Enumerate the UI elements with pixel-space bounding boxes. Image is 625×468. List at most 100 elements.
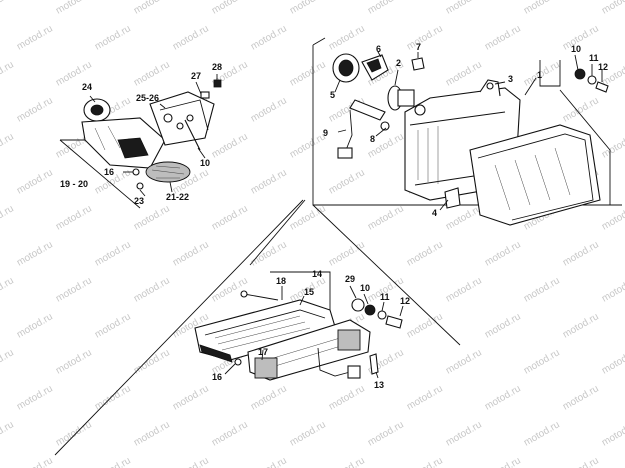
watermark-text: motod.ru bbox=[0, 203, 16, 232]
mount-plate bbox=[149, 91, 215, 146]
callout-16-bottom: 16 bbox=[212, 372, 222, 382]
watermark-text: motod.ru bbox=[132, 203, 172, 232]
watermark-text: motod.ru bbox=[327, 455, 367, 468]
nut-10 bbox=[364, 304, 376, 316]
watermark-text: motod.ru bbox=[0, 347, 16, 376]
watermark-text: motod.ru bbox=[366, 419, 406, 448]
watermark-text: motod.ru bbox=[132, 0, 172, 17]
watermark-text: motod.ru bbox=[561, 95, 601, 124]
watermark-text: motod.ru bbox=[600, 131, 625, 160]
watermark-text: motod.ru bbox=[54, 419, 94, 448]
callout-10-top: 10 bbox=[571, 44, 581, 54]
watermark-text: motod.ru bbox=[171, 239, 211, 268]
watermark-text: motod.ru bbox=[93, 23, 133, 52]
watermark-text: motod.ru bbox=[15, 167, 55, 196]
watermark-text: motod.ru bbox=[171, 383, 211, 412]
watermark-text: motod.ru bbox=[249, 383, 289, 412]
watermark-text: motod.ru bbox=[54, 0, 94, 17]
callout-16-left: 16 bbox=[104, 167, 114, 177]
watermark-text: motod.ru bbox=[15, 455, 55, 468]
watermark-text: motod.ru bbox=[405, 23, 445, 52]
watermark-text: motod.ru bbox=[327, 23, 367, 52]
watermark-text: motod.ru bbox=[327, 239, 367, 268]
callout-17: 17 bbox=[258, 347, 268, 357]
watermark-text: motod.ru bbox=[288, 131, 328, 160]
callout-13: 13 bbox=[374, 380, 384, 390]
callout-2: 2 bbox=[396, 58, 401, 68]
callout-5: 5 bbox=[330, 90, 335, 100]
callout-19-20: 19 - 20 bbox=[60, 179, 88, 189]
watermark-text: motod.ru bbox=[54, 275, 94, 304]
watermark-text: motod.ru bbox=[600, 347, 625, 376]
watermark-text: motod.ru bbox=[15, 95, 55, 124]
watermark-text: motod.ru bbox=[15, 383, 55, 412]
watermark-text: motod.ru bbox=[405, 455, 445, 468]
washer-29 bbox=[351, 298, 365, 312]
watermark-text: motod.ru bbox=[288, 203, 328, 232]
callout-12-bottom: 12 bbox=[400, 296, 410, 306]
watermark-text: motod.ru bbox=[93, 455, 133, 468]
watermark-text: motod.ru bbox=[444, 419, 484, 448]
position-lamp-bulb bbox=[380, 121, 390, 131]
watermark-text: motod.ru bbox=[288, 0, 328, 17]
watermark-text: motod.ru bbox=[132, 275, 172, 304]
watermark-text: motod.ru bbox=[483, 311, 523, 340]
headlight-lens bbox=[469, 124, 601, 226]
watermark-text: motod.ru bbox=[444, 59, 484, 88]
washer-11 bbox=[587, 75, 597, 85]
watermark-text: motod.ru bbox=[0, 131, 16, 160]
callout-4: 4 bbox=[432, 208, 437, 218]
screw-28 bbox=[213, 79, 222, 88]
watermark-text: motod.ru bbox=[561, 239, 601, 268]
watermark-text: motod.ru bbox=[210, 203, 250, 232]
watermark-text: motod.ru bbox=[366, 0, 406, 17]
watermark-text: motod.ru bbox=[54, 203, 94, 232]
watermark-text: motod.ru bbox=[249, 167, 289, 196]
callout-15: 15 bbox=[304, 287, 314, 297]
callout-9: 9 bbox=[323, 128, 328, 138]
adjuster bbox=[444, 187, 461, 209]
watermark-text: motod.ru bbox=[366, 203, 406, 232]
watermark-text: motod.ru bbox=[600, 419, 625, 448]
watermark-text: motod.ru bbox=[522, 0, 562, 17]
callout-14: 14 bbox=[312, 269, 322, 279]
callout-6: 6 bbox=[376, 44, 381, 54]
bolt-18 bbox=[240, 290, 248, 298]
watermark-text: motod.ru bbox=[0, 59, 16, 88]
watermark-text: motod.ru bbox=[132, 419, 172, 448]
watermark-text: motod.ru bbox=[522, 419, 562, 448]
watermark-text: motod.ru bbox=[483, 383, 523, 412]
callout-23: 23 bbox=[134, 196, 144, 206]
callout-18: 18 bbox=[276, 276, 286, 286]
watermark-text: motod.ru bbox=[444, 0, 484, 17]
bolt-13 bbox=[369, 353, 379, 375]
watermark-text: motod.ru bbox=[132, 59, 172, 88]
callout-11-top: 11 bbox=[589, 53, 599, 63]
headlight-assembly bbox=[332, 51, 611, 226]
watermark-text: motod.ru bbox=[171, 455, 211, 468]
watermark-text: motod.ru bbox=[210, 419, 250, 448]
callout-12-top: 12 bbox=[598, 62, 608, 72]
watermark-text: motod.ru bbox=[93, 383, 133, 412]
watermark-text: motod.ru bbox=[405, 311, 445, 340]
watermark-text: motod.ru bbox=[0, 0, 16, 17]
position-lamp-socket bbox=[349, 99, 386, 121]
watermark-text: motod.ru bbox=[210, 131, 250, 160]
bolt-12 bbox=[595, 81, 609, 93]
watermark-text: motod.ru bbox=[600, 275, 625, 304]
watermark-text: motod.ru bbox=[405, 383, 445, 412]
rear-light-assembly bbox=[59, 74, 222, 209]
watermark-text: motod.ru bbox=[0, 275, 16, 304]
watermark-text: motod.ru bbox=[327, 167, 367, 196]
watermark-text: motod.ru bbox=[249, 455, 289, 468]
callout-10-left: 10 bbox=[200, 158, 210, 168]
callout-3: 3 bbox=[508, 74, 513, 84]
screw-27 bbox=[200, 91, 210, 99]
callout-24: 24 bbox=[82, 82, 92, 92]
watermark-text: motod.ru bbox=[405, 239, 445, 268]
watermark-text: motod.ru bbox=[93, 239, 133, 268]
watermark-text: motod.ru bbox=[561, 383, 601, 412]
watermark-text: motod.ru bbox=[561, 455, 601, 468]
